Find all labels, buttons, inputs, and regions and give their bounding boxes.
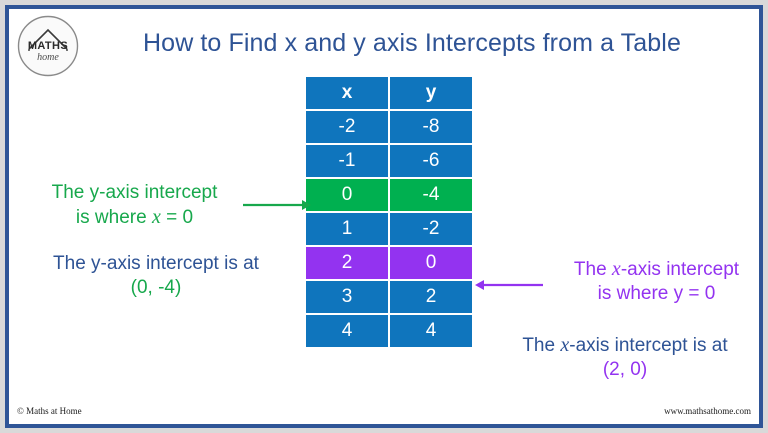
left-arrow-icon [475,277,545,298]
y-intercept-rule-line1: The y-axis intercept [51,182,218,203]
cell-y: -6 [390,145,472,177]
cell-x: 2 [306,247,388,279]
x-intercept-result-suffix: -axis intercept is at [569,335,728,356]
left-arrow-glyph [475,280,543,290]
cell-y: -4 [390,179,472,211]
table-row: 4 4 [306,315,472,347]
table-row: -1 -6 [306,145,472,177]
x-intercept-result-label: The x-axis intercept is at [489,333,761,358]
cell-y: -2 [390,213,472,245]
x-intercept-rule-line1-prefix: The [573,259,612,280]
house-roof-circle-logo-icon: MATHS home [17,15,79,77]
maths-at-home-logo: MATHS home [17,15,79,77]
footer-copyright: © Maths at Home [17,406,82,416]
x-intercept-result-text: The x-axis intercept is at (2, 0) [489,333,761,382]
footer-website: www.mathsathome.com [664,406,751,416]
cell-y: 0 [390,247,472,279]
x-intercept-coordinate: (2, 0) [602,359,648,380]
slide-frame: MATHS home How to Find x and y axis Inte… [5,5,763,428]
cell-y: -8 [390,111,472,143]
svg-text:home: home [37,52,59,63]
y-intercept-rule-line2-prefix: is where [75,206,152,228]
table-row-y-intercept: 0 -4 [306,179,472,211]
table-row: 1 -2 [306,213,472,245]
intercept-table: x y -2 -8 -1 -6 0 -4 [304,75,474,349]
table-row-x-intercept: 2 0 [306,247,472,279]
right-arrow-glyph [243,200,311,210]
x-intercept-result-prefix: The [522,335,561,356]
y-intercept-rule-variable: x [151,205,161,228]
cell-x: 4 [306,315,388,347]
slide-inner: MATHS home How to Find x and y axis Inte… [9,9,759,424]
cell-y: 4 [390,315,472,347]
cell-x: 1 [306,213,388,245]
right-arrow-icon [241,197,311,218]
x-intercept-rule-text: The x-axis intercept is where y = 0 [549,257,764,306]
table-header-row: x y [306,77,472,109]
table-row: 3 2 [306,281,472,313]
y-intercept-result-label: The y-axis intercept is at [53,253,259,274]
y-intercept-rule-line2-suffix: = 0 [160,206,194,228]
cell-x: 0 [306,179,388,211]
cell-x: -2 [306,111,388,143]
cell-x: 3 [306,281,388,313]
svg-text:MATHS: MATHS [28,40,68,52]
y-intercept-rule-line2: is where x = 0 [27,205,242,230]
y-intercept-rule-text: The y-axis intercept is where x = 0 [27,181,242,230]
page-title: How to Find x and y axis Intercepts from… [143,29,681,57]
y-intercept-coordinate: (0, -4) [130,276,182,298]
cell-x: -1 [306,145,388,177]
cell-y: 2 [390,281,472,313]
x-intercept-rule-line2: is where y = 0 [597,283,716,304]
column-header-x: x [306,77,388,109]
column-header-y: y [390,77,472,109]
x-intercept-result-variable: x [560,334,570,356]
x-intercept-rule-variable: x [611,258,621,280]
x-intercept-rule-line1: The x-axis intercept [549,257,764,282]
x-intercept-rule-line1-suffix: -axis intercept [620,259,740,280]
y-intercept-result-text: The y-axis intercept is at (0, -4) [21,252,291,300]
table-row: -2 -8 [306,111,472,143]
